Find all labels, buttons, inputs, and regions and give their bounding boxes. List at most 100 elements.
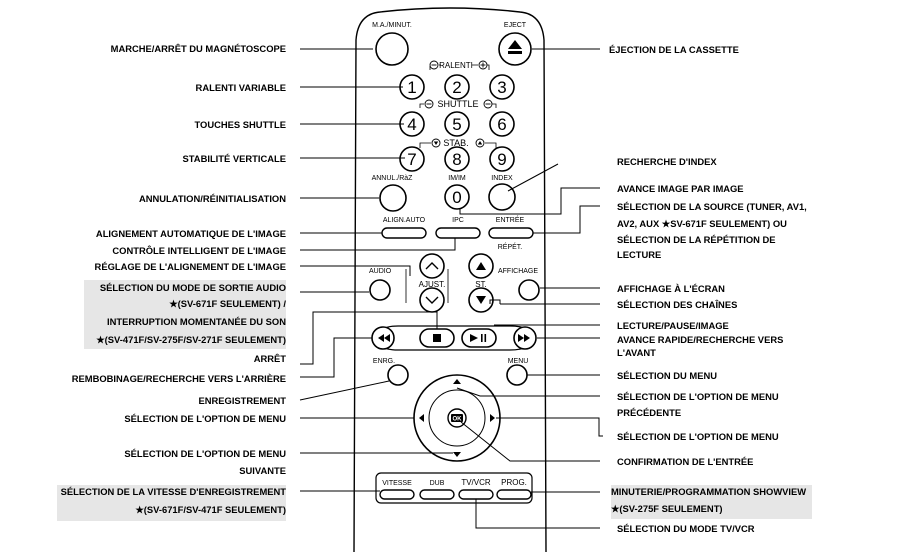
play-pause-button[interactable] bbox=[461, 328, 497, 348]
digit-button-ring[interactable] bbox=[444, 111, 470, 137]
digit-button-ring[interactable] bbox=[444, 184, 470, 210]
entree-caption: ENTRÉE bbox=[496, 215, 525, 224]
stab-group: STAB. bbox=[419, 138, 497, 148]
digit-button-ring[interactable] bbox=[444, 146, 470, 172]
callout-stop: ARRÊT bbox=[253, 353, 286, 364]
callout-audio-line2: ★(SV-671F SEULEMENT) / bbox=[169, 298, 286, 309]
callout-ff-line1: AVANCE RAPIDE/RECHERCHE VERS bbox=[617, 334, 784, 345]
digit-label: 2 bbox=[452, 78, 461, 97]
digit-label: 5 bbox=[452, 115, 461, 134]
callout-audio-output-mode: SÉLECTION DU MODE DE SORTIE AUDIO ★(SV-6… bbox=[84, 280, 286, 349]
digit-button-ring[interactable] bbox=[444, 74, 470, 100]
callout-confirm-entry: CONFIRMATION DE L'ENTRÉE bbox=[617, 456, 754, 467]
affichage-caption: AFFICHAGE bbox=[498, 268, 538, 275]
digit-button-six[interactable]: 6 bbox=[489, 111, 515, 137]
callout-tracking-adjust: RÉGLAGE DE L'ALIGNEMENT DE L'IMAGE bbox=[94, 261, 286, 272]
callout-timer-line2: ★(SV-275F SEULEMENT) bbox=[611, 503, 723, 514]
callout-speed-line1: SÉLECTION DE LA VITESSE D'ENREGISTREMENT bbox=[60, 486, 286, 497]
menu-button[interactable] bbox=[506, 364, 528, 386]
affichage-button[interactable] bbox=[518, 279, 540, 301]
annul-button[interactable] bbox=[379, 184, 407, 212]
transport-bar bbox=[377, 325, 533, 351]
callout-source-line4: LECTURE bbox=[617, 249, 662, 260]
digit-label: 1 bbox=[407, 78, 416, 97]
digit-button-seven[interactable]: 7 bbox=[399, 146, 425, 172]
digit-button-five[interactable]: 5 bbox=[444, 111, 470, 137]
ipc-caption: IPC bbox=[452, 217, 464, 224]
left-arrow-icon bbox=[419, 414, 424, 422]
dub-caption: DUB bbox=[430, 480, 445, 487]
digit-button-two[interactable]: 2 bbox=[444, 74, 470, 100]
stab-caption: STAB. bbox=[443, 138, 468, 148]
ipc-button[interactable] bbox=[435, 227, 481, 239]
tvvcr-button[interactable] bbox=[458, 489, 494, 500]
digit-label: 3 bbox=[497, 78, 506, 97]
vitesse-button[interactable] bbox=[379, 489, 415, 500]
ajust-down-button[interactable] bbox=[419, 287, 445, 313]
digit-button-eight[interactable]: 8 bbox=[444, 146, 470, 172]
callout-frame-advance: AVANCE IMAGE PAR IMAGE bbox=[617, 183, 744, 194]
shuttle-caption: SHUTTLE bbox=[437, 99, 478, 109]
digit-label: 9 bbox=[497, 150, 506, 169]
digit-label: 4 bbox=[407, 115, 416, 134]
callout-intelligent-picture: CONTRÔLE INTELLIGENT DE L'IMAGE bbox=[112, 245, 286, 256]
digit-button-nine[interactable]: 9 bbox=[489, 146, 515, 172]
play-pause-icon bbox=[470, 334, 487, 342]
callout-index-search: RECHERCHE D'INDEX bbox=[617, 156, 717, 167]
callout-audio-line3: INTERRUPTION MOMENTANÉE DU SON bbox=[107, 316, 286, 327]
dub-button[interactable] bbox=[419, 489, 455, 500]
callout-menu-select: SÉLECTION DU MENU bbox=[617, 370, 718, 381]
callout-channel-select: SÉLECTION DES CHAÎNES bbox=[617, 299, 738, 310]
eject-caption: EJECT bbox=[504, 22, 527, 29]
ajust-up-button[interactable] bbox=[419, 253, 445, 279]
digit-button-three[interactable]: 3 bbox=[489, 74, 515, 100]
align-auto-button[interactable] bbox=[381, 227, 427, 239]
callout-source-line3: SÉLECTION DE LA RÉPÉTITION DE bbox=[617, 234, 776, 245]
ok-badge bbox=[451, 414, 463, 422]
entree-button[interactable] bbox=[488, 227, 534, 239]
callout-menu-next-line2: SUIVANTE bbox=[239, 465, 286, 476]
up-arrow-icon bbox=[453, 379, 461, 384]
callout-menu-next: SÉLECTION DE L'OPTION DE MENU SUIVANTE bbox=[124, 447, 286, 477]
callout-shuttle-keys: TOUCHES SHUTTLE bbox=[194, 119, 287, 130]
enrg-button[interactable] bbox=[387, 364, 409, 386]
index-button[interactable] bbox=[488, 183, 516, 211]
eject-icon bbox=[508, 40, 522, 54]
audio-button[interactable] bbox=[369, 279, 391, 301]
callout-recording-speed: SÉLECTION DE LA VITESSE D'ENREGISTREMENT… bbox=[56, 485, 286, 521]
callout-rewind: REMBOBINAGE/RECHERCHE VERS L'ARRIÈRE bbox=[71, 373, 286, 384]
digit-button-ring[interactable] bbox=[489, 111, 515, 137]
digit-button-one[interactable]: 1 bbox=[399, 74, 425, 100]
callout-vcr-power: MARCHE/ARRÊT DU MAGNÉTOSCOPE bbox=[110, 43, 286, 54]
callout-timer-line1: MINUTERIE/PROGRAMMATION SHOWVIEW bbox=[611, 486, 807, 497]
digit-button-ring[interactable] bbox=[399, 146, 425, 172]
minus-icon bbox=[424, 99, 434, 109]
callout-timer-showview: MINUTERIE/PROGRAMMATION SHOWVIEW ★(SV-27… bbox=[611, 485, 813, 519]
callout-source-line1: SÉLECTION DE LA SOURCE (TUNER, AV1, bbox=[617, 201, 807, 212]
stop-icon bbox=[433, 334, 441, 342]
callout-vertical-stability: STABILITÉ VERTICALE bbox=[182, 153, 286, 164]
chevron-down-icon bbox=[425, 296, 439, 304]
st-caption: ST. bbox=[475, 280, 487, 289]
prog-caption: PROG. bbox=[501, 478, 527, 487]
audio-caption: AUDIO bbox=[369, 268, 392, 275]
digit-button-ring[interactable] bbox=[489, 146, 515, 172]
power-button[interactable] bbox=[375, 32, 409, 66]
callout-tvvcr-mode: SÉLECTION DU MODE TV/VCR bbox=[617, 523, 755, 534]
callout-play-pause: LECTURE/PAUSE/IMAGE bbox=[617, 320, 729, 331]
callout-lines bbox=[299, 48, 603, 529]
callout-menu-previous: SÉLECTION DE L'OPTION DE MENU PRÉCÉDENTE bbox=[617, 390, 779, 419]
chevron-up-icon bbox=[425, 262, 439, 270]
callout-audio-line1: SÉLECTION DU MODE DE SORTIE AUDIO bbox=[99, 282, 286, 293]
digit-button-ring[interactable] bbox=[489, 74, 515, 100]
index-caption: INDEX bbox=[491, 175, 513, 182]
prog-button[interactable] bbox=[496, 489, 532, 500]
callout-menu-next-line1: SÉLECTION DE L'OPTION DE MENU bbox=[124, 448, 286, 459]
dpad-inner-ring bbox=[428, 389, 486, 447]
callout-ff-line2: L'AVANT bbox=[617, 347, 656, 358]
digit-button-zero[interactable]: 0 bbox=[444, 184, 470, 210]
menu-caption: MENU bbox=[508, 358, 529, 365]
callout-on-screen-display: AFFICHAGE À L'ÉCRAN bbox=[617, 283, 725, 294]
